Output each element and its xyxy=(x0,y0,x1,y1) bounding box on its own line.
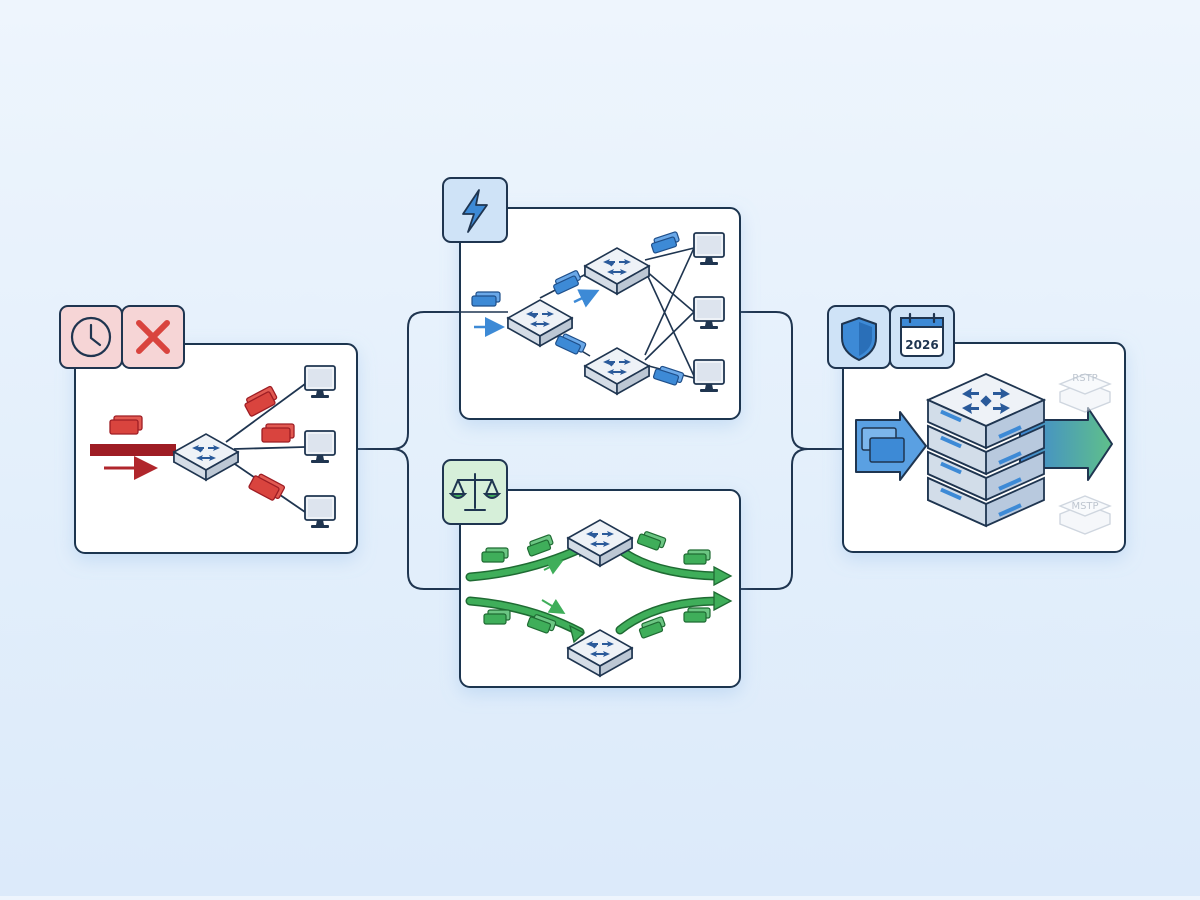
green-packet xyxy=(683,607,711,623)
rstp-label: RSTP xyxy=(1072,373,1097,384)
connector-legacy-to-rapid xyxy=(357,311,460,450)
switch-stack xyxy=(925,373,1047,528)
panel-load-balancing xyxy=(442,459,741,688)
green-packet xyxy=(483,609,511,625)
calendar-year: 2026 xyxy=(905,338,938,352)
red-x-icon xyxy=(121,305,185,369)
blue-packet xyxy=(471,291,501,307)
clock-icon xyxy=(59,305,123,369)
stack-top-switch xyxy=(925,373,1047,450)
blocked-traffic-bar xyxy=(90,415,176,480)
panel-modern-stp: 2026 xyxy=(827,305,1126,553)
green-packet xyxy=(683,549,711,565)
calendar-icon: 2026 xyxy=(889,305,955,369)
panel-rapid-convergence xyxy=(442,177,741,420)
red-packet xyxy=(109,415,143,435)
shield-icon xyxy=(827,305,891,369)
mstp-tag: MSTP xyxy=(1058,495,1112,535)
stack-unit xyxy=(927,476,1045,528)
panel-legacy-stp xyxy=(59,305,358,554)
balance-scale-icon xyxy=(442,459,508,525)
green-path-bottom xyxy=(465,590,733,644)
stack-unit xyxy=(927,450,1045,502)
red-packet xyxy=(261,423,295,443)
flow-connectors xyxy=(357,311,843,590)
green-packet xyxy=(481,547,509,563)
connector-rapid-to-modern xyxy=(740,311,843,450)
lightning-bolt-icon xyxy=(442,177,508,243)
rstp-tag: RSTP xyxy=(1058,373,1112,413)
connector-balanced-to-modern xyxy=(740,448,843,590)
connector-legacy-to-balanced xyxy=(357,448,460,590)
incoming-arrow xyxy=(855,411,927,481)
stack-unit xyxy=(927,424,1045,476)
mstp-label: MSTP xyxy=(1071,501,1098,512)
